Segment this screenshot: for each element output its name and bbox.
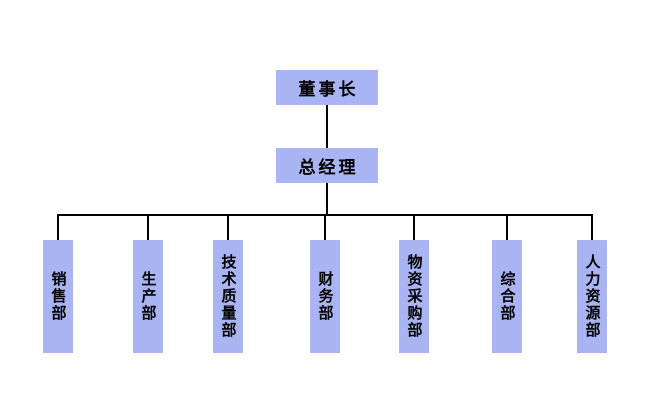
connector-drop-tech-quality (227, 216, 229, 240)
dept-label-sales: 销售部 (49, 271, 68, 322)
connector-drop-human-resources (591, 216, 593, 240)
connector-drop-general-affairs (506, 216, 508, 240)
dept-label-general-affairs: 综合部 (498, 271, 517, 322)
chairman-label: 董事长 (298, 80, 359, 100)
connector-drop-finance (324, 216, 326, 240)
dept-label-tech-quality: 技术质量部 (219, 254, 238, 339)
dept-box-procurement: 物资采购部 (399, 240, 429, 353)
dept-box-sales: 销售部 (43, 240, 73, 353)
dept-box-human-resources: 人力资源部 (577, 240, 607, 353)
dept-label-production: 生产部 (139, 271, 158, 322)
dept-label-human-resources: 人力资源部 (583, 254, 602, 339)
connector-drop-sales (57, 216, 59, 240)
chairman-box: 董事长 (276, 70, 378, 105)
dept-box-tech-quality: 技术质量部 (213, 240, 243, 353)
general-manager-label: 总经理 (298, 158, 359, 178)
general-manager-box: 总经理 (276, 148, 378, 183)
connector-drop-production (147, 216, 149, 240)
connector-chairman-to-manager (326, 105, 328, 148)
dept-box-finance: 财务部 (310, 240, 340, 353)
connector-manager-to-bus (326, 183, 328, 215)
dept-label-procurement: 物资采购部 (405, 254, 424, 339)
dept-label-finance: 财务部 (316, 271, 335, 322)
connector-horizontal-bus (57, 214, 593, 216)
connector-drop-procurement (413, 216, 415, 240)
dept-box-general-affairs: 综合部 (492, 240, 522, 353)
dept-box-production: 生产部 (133, 240, 163, 353)
